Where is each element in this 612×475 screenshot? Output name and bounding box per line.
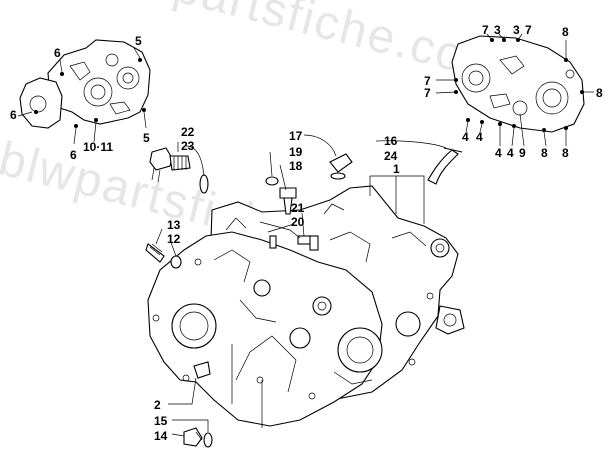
callout-13: 13 (167, 218, 181, 232)
washer-23 (199, 174, 209, 194)
callout-1: 1 (393, 162, 400, 176)
callout-6-left-bottom: 6 (70, 148, 77, 162)
callout-20: 20 (291, 215, 305, 229)
callout-5-left-bottom: 5 (143, 131, 150, 145)
callout-6-left-side: 6 (10, 108, 17, 122)
drain-plug-22 (149, 147, 191, 183)
callout-22: 22 (181, 125, 195, 139)
callout-7-right-top-b: 7 (525, 23, 532, 37)
left-crankcase-half-view (17, 39, 151, 145)
hose-clamp-24 (443, 147, 463, 153)
drain-plug-14 (183, 427, 203, 447)
callout-4-a: 4 (462, 130, 469, 144)
callout-19: 19 (289, 145, 303, 159)
callout-7-right-side-a: 7 (424, 74, 431, 88)
callout-23: 23 (181, 139, 195, 153)
callout-21: 21 (291, 201, 305, 215)
dowel-2 (193, 361, 211, 379)
washer-15 (203, 432, 213, 448)
callout-9: 9 (519, 146, 526, 160)
callout-4-b: 4 (476, 130, 483, 144)
callout-10-11: 10·11 (83, 140, 113, 154)
breather-hose-16 (427, 149, 459, 185)
callout-17: 17 (289, 129, 303, 143)
callout-7-right-side-b: 7 (424, 86, 431, 100)
callout-12: 12 (167, 232, 181, 246)
callout-8-right-bottom-b: 8 (562, 146, 569, 160)
o-ring-12 (170, 255, 182, 269)
callout-3-right-top-b: 3 (513, 23, 520, 37)
callout-5-left-top: 5 (135, 34, 142, 48)
washer-19 (265, 176, 279, 186)
callout-14: 14 (154, 429, 168, 443)
callout-6-left-top: 6 (54, 46, 61, 60)
breather-fitting-17 (329, 153, 353, 180)
callout-18: 18 (289, 159, 303, 173)
callout-7-right-top-a: 7 (482, 23, 489, 37)
bolt-13 (145, 243, 165, 263)
main-crankcase-assembly (147, 185, 465, 427)
watermark-top: blwpartsfiche.com (93, 0, 512, 93)
callout-labels: 6 5 6 5 6 10·11 22 23 13 12 17 19 18 16 … (10, 23, 603, 443)
callout-4-c: 4 (495, 146, 502, 160)
callout-24: 24 (384, 149, 398, 163)
bolt-18 (279, 187, 297, 215)
callout-8-right-bottom-a: 8 (541, 146, 548, 160)
callout-15: 15 (154, 414, 168, 428)
fitting-20-21 (259, 221, 319, 251)
leader-lines (155, 134, 447, 437)
callout-8-right-top: 8 (562, 25, 569, 39)
callout-4-d: 4 (507, 146, 514, 160)
right-crankcase-half-view (435, 33, 594, 147)
callout-2: 2 (154, 398, 161, 412)
callout-16: 16 (384, 134, 398, 148)
callout-3-right-top-a: 3 (494, 23, 501, 37)
callout-8-right-side: 8 (596, 86, 603, 100)
